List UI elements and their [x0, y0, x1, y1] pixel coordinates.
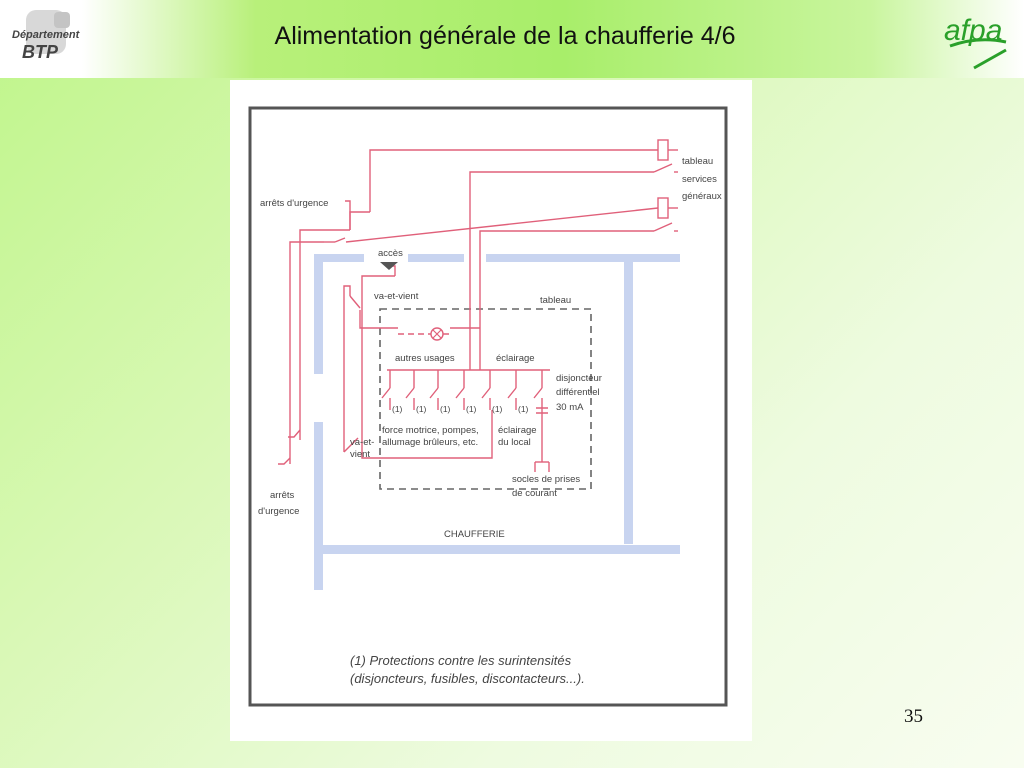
- chaufferie-walls: [314, 254, 680, 590]
- protection-mark: (1): [466, 404, 477, 414]
- label-force-motrice-2: allumage brûleurs, etc.: [382, 437, 478, 448]
- label-arrets-urgence-top: arrêts d'urgence: [260, 198, 328, 209]
- label-eclairage-local-2: du local: [498, 437, 531, 448]
- label-tableau-sg-1: tableau: [682, 156, 713, 167]
- footnote-line-2: (disjoncteurs, fusibles, discontacteurs.…: [350, 671, 585, 686]
- logo-btp-text: BTP: [22, 42, 59, 62]
- afpa-logo: afpa: [940, 6, 1016, 70]
- footnote-line-1: (1) Protections contre les surintensités: [350, 653, 572, 668]
- label-arrets-bottom-1: arrêts: [270, 490, 295, 501]
- logo-departement-text: Département: [12, 29, 81, 41]
- label-autres-usages: autres usages: [395, 353, 455, 364]
- title-bar: [0, 0, 1024, 78]
- page-number: 35: [904, 706, 923, 727]
- access-arrow-icon: [380, 262, 398, 270]
- label-arrets-bottom-2: d'urgence: [258, 506, 299, 517]
- diagram-frame: [248, 106, 728, 707]
- protection-mark: (1): [492, 404, 503, 414]
- protection-mark: (1): [518, 404, 529, 414]
- label-tableau: tableau: [540, 295, 571, 306]
- label-va-et-vient-bottom-2: vient: [350, 449, 370, 460]
- wiring-diagram: arrêts d'urgence accès va-et-vient table…: [248, 106, 728, 707]
- slide-title: Alimentation générale de la chaufferie 4…: [274, 22, 736, 50]
- label-disjoncteur-2: différentiel: [556, 387, 600, 398]
- protection-mark: (1): [440, 404, 451, 414]
- protection-mark: (1): [392, 404, 403, 414]
- label-socles-2: de courant: [512, 488, 557, 499]
- label-disjoncteur-3: 30 mA: [556, 402, 584, 413]
- logo-afpa-text: afpa: [944, 14, 1002, 47]
- label-va-et-vient-top: va-et-vient: [374, 291, 419, 302]
- label-force-motrice-1: force motrice, pompes,: [382, 425, 479, 436]
- label-disjoncteur-1: disjoncteur: [556, 373, 602, 384]
- protection-mark: (1): [416, 404, 427, 414]
- departement-btp-logo: Département BTP: [6, 8, 82, 64]
- label-socles-1: socles de prises: [512, 474, 580, 485]
- wiring-lines: [278, 139, 678, 472]
- label-acces: accès: [378, 248, 403, 259]
- label-tableau-sg-2: services: [682, 174, 717, 185]
- label-eclairage-local-1: éclairage: [498, 425, 537, 436]
- label-eclairage: éclairage: [496, 353, 535, 364]
- tableau-enclosure: [379, 308, 592, 490]
- label-va-et-vient-bottom-1: va-et-: [350, 437, 374, 448]
- label-chaufferie: CHAUFFERIE: [444, 529, 505, 540]
- label-tableau-sg-3: généraux: [682, 191, 722, 202]
- wiring-diagram-figure: arrêts d'urgence accès va-et-vient table…: [230, 80, 752, 741]
- lamp-cross: [432, 329, 442, 339]
